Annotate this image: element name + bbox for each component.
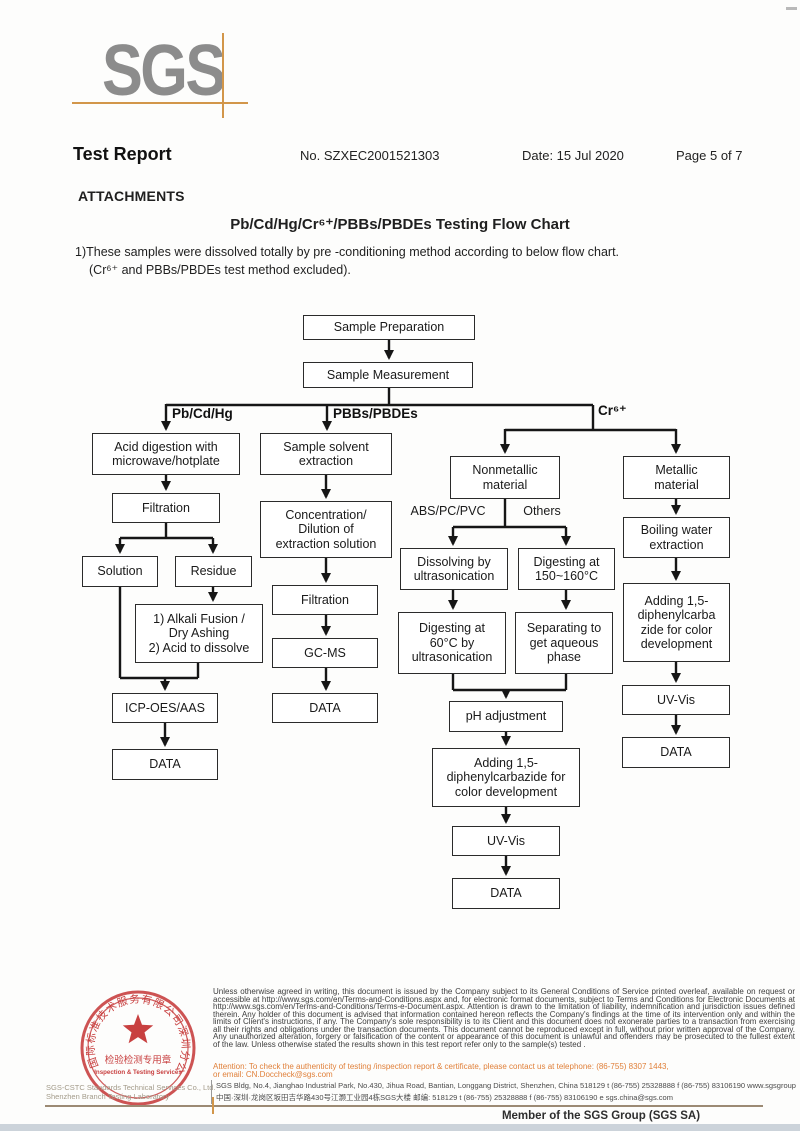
branch-label-cr6: Cr⁶⁺ bbox=[598, 403, 627, 418]
box-residue: Residue bbox=[175, 556, 252, 587]
branch-label-pbbs-pbdes: PBBs/PBDEs bbox=[333, 406, 418, 421]
testing-flow-chart: Sample Preparation Sample Measurement Pb… bbox=[0, 300, 800, 931]
box-solution: Solution bbox=[82, 556, 158, 587]
box-filtration-1: Filtration bbox=[112, 493, 220, 523]
address-english: SGS Bldg, No.4, Jianghao Industrial Park… bbox=[216, 1081, 796, 1090]
box-adding-diphenylcarbazide-nonmetal: Adding 1,5- diphenylcarbazide for color … bbox=[432, 748, 580, 807]
box-data-pb: DATA bbox=[112, 749, 218, 780]
lab-company-name: SGS-CSTC Standards Technical Services Co… bbox=[46, 1083, 216, 1101]
report-date: Date: 15 Jul 2020 bbox=[522, 148, 624, 163]
stamp-star-icon bbox=[122, 1014, 154, 1044]
attention-notice: Attention: To check the authenticity of … bbox=[213, 1062, 669, 1079]
box-data-nonmetal: DATA bbox=[452, 878, 560, 909]
terms-disclaimer: Unless otherwise agreed in writing, this… bbox=[213, 987, 795, 1049]
box-separating-aqueous: Separating to get aqueous phase bbox=[515, 612, 613, 674]
footer-rule bbox=[45, 1105, 763, 1107]
address-chinese: 中国·深圳·龙岗区坂田吉华路430号江灏工业园4栋SGS大楼 邮编: 51812… bbox=[216, 1093, 673, 1102]
footer-orange-tick bbox=[212, 1097, 214, 1114]
scan-artifact bbox=[786, 7, 797, 10]
page-indicator: Page 5 of 7 bbox=[676, 148, 743, 163]
box-dissolving-ultrasonication: Dissolving by ultrasonication bbox=[400, 548, 508, 590]
box-gc-ms: GC-MS bbox=[272, 638, 378, 668]
box-uv-vis-metal: UV-Vis bbox=[622, 685, 730, 715]
lab-company-line2: Shenzhen Branch Testing Laboratory bbox=[46, 1092, 170, 1101]
box-solvent-extraction: Sample solvent extraction bbox=[260, 433, 392, 475]
box-metallic-material: Metallic material bbox=[623, 456, 730, 499]
box-digesting-150-160: Digesting at 150~160°C bbox=[518, 548, 615, 590]
stamp-line2: Inspection & Testing Services bbox=[94, 1069, 182, 1076]
box-icp-oes-aas: ICP-OES/AAS bbox=[112, 693, 218, 723]
stamp-line1: 检验检测专用章 bbox=[105, 1054, 172, 1066]
scan-bottom-edge bbox=[0, 1124, 800, 1131]
box-sample-preparation: Sample Preparation bbox=[303, 315, 475, 340]
box-acid-digestion: Acid digestion with microwave/hotplate bbox=[92, 433, 240, 475]
note-line-2: (Cr⁶⁺ and PBBs/PBDEs test method exclude… bbox=[89, 263, 351, 277]
box-alkali-fusion: 1) Alkali Fusion / Dry Ashing 2) Acid to… bbox=[135, 604, 263, 663]
box-sample-measurement: Sample Measurement bbox=[303, 362, 473, 388]
report-title: Test Report bbox=[73, 144, 172, 164]
lab-company-line1: SGS-CSTC Standards Technical Services Co… bbox=[46, 1083, 216, 1092]
report-number: No. SZXEC2001521303 bbox=[300, 148, 440, 163]
logo-vertical-line bbox=[222, 33, 224, 118]
box-nonmetallic-material: Nonmetallic material bbox=[450, 456, 560, 499]
label-others: Others bbox=[523, 504, 561, 518]
box-concentration-dilution: Concentration/ Dilution of extraction so… bbox=[260, 501, 392, 558]
box-data-metal: DATA bbox=[622, 737, 730, 768]
attachments-heading: ATTACHMENTS bbox=[78, 188, 185, 204]
box-boiling-water-extraction: Boiling water extraction bbox=[623, 517, 730, 558]
logo-horizontal-line bbox=[72, 102, 248, 104]
box-uv-vis-nonmetal: UV-Vis bbox=[452, 826, 560, 856]
label-abs-pc-pvc: ABS/PC/PVC bbox=[410, 504, 486, 518]
box-data-pbbs: DATA bbox=[272, 693, 378, 723]
box-ph-adjustment: pH adjustment bbox=[449, 701, 563, 732]
note-line-1: 1)These samples were dissolved totally b… bbox=[75, 245, 620, 259]
box-digesting-60: Digesting at 60°C by ultrasonication bbox=[398, 612, 506, 674]
sgs-member-line: Member of the SGS Group (SGS SA) bbox=[501, 1110, 701, 1122]
branch-label-pb-cd-hg: Pb/Cd/Hg bbox=[172, 406, 233, 421]
sgs-logo: SGS bbox=[102, 31, 226, 111]
flow-connectors bbox=[115, 340, 681, 876]
inspection-stamp: 国际标准技术服务有限公司深圳分公司 检验检测专用章 Inspection & T… bbox=[72, 982, 196, 1106]
box-filtration-2: Filtration bbox=[272, 585, 378, 615]
address-divider bbox=[211, 1080, 212, 1104]
flow-chart-title: Pb/Cd/Hg/Cr⁶⁺/PBBs/PBDEs Testing Flow Ch… bbox=[230, 216, 570, 233]
box-adding-diphenylcarbazide-metal: Adding 1,5- diphenylcarba zide for color… bbox=[623, 583, 730, 662]
